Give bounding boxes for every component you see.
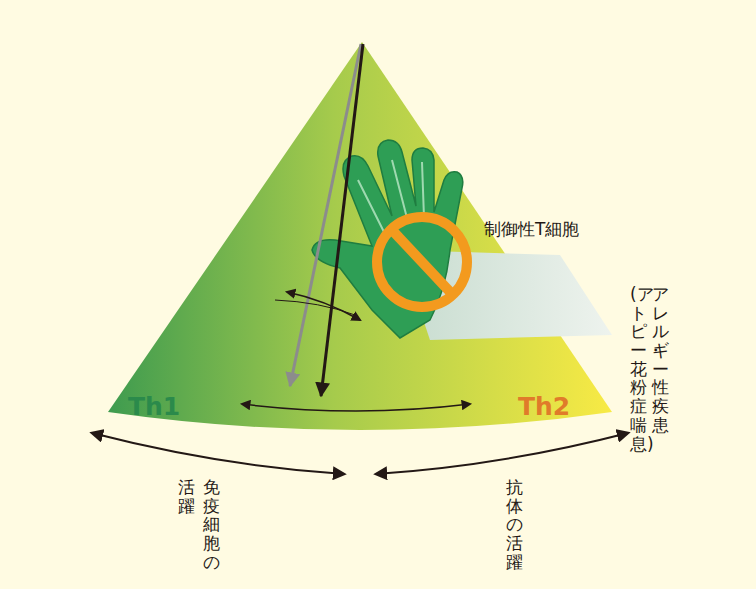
prohibition-slash [392,230,452,294]
range-arrow [92,433,344,474]
disease-label: アレルギー性疾患 [652,285,669,435]
range-label: 免疫細胞の活躍 [178,478,220,572]
cell-label: 制御性T細胞 [484,218,579,241]
disease-examples: (アトピー・花粉症・喘息) [630,285,647,453]
black-arrow [321,44,363,396]
balance-arrow [242,404,470,411]
swing-arc [275,300,355,315]
th2-label: Th2 [518,392,570,421]
range-arrow [376,433,628,474]
th-fan [108,42,612,430]
range-label: 抗体の活躍 [506,478,523,571]
th1-label: Th1 [128,392,180,421]
prohibition-ring [377,217,467,307]
gray-arrow [290,44,361,386]
